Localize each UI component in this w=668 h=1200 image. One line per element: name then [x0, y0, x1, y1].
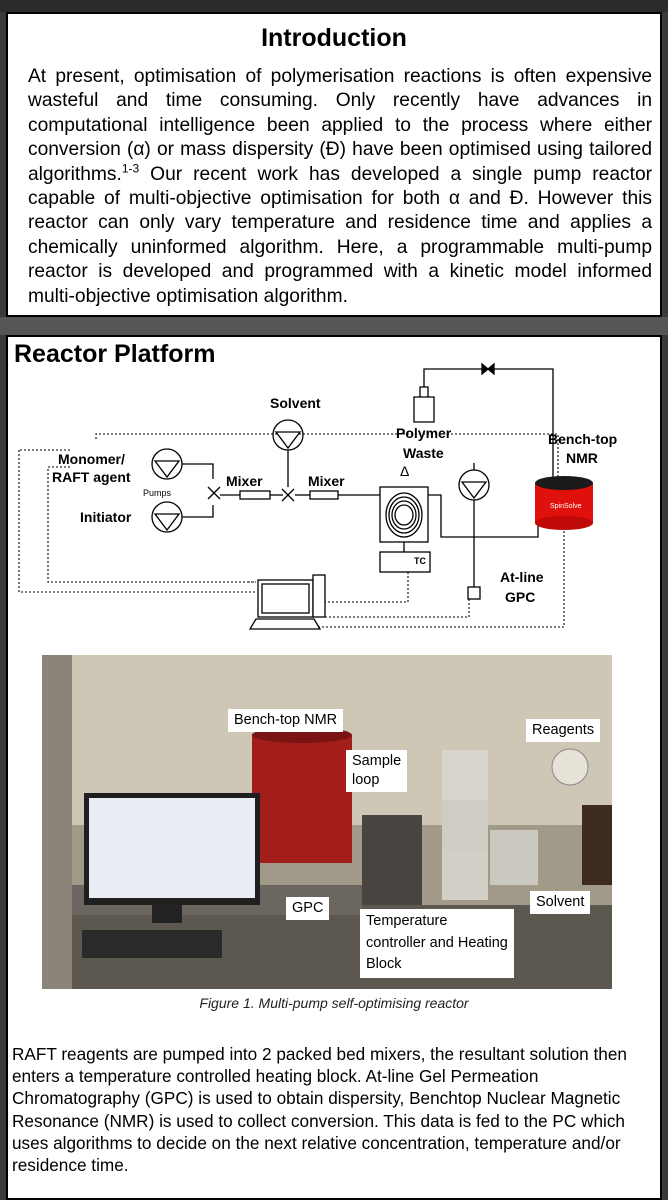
reactor-photo-drawing — [42, 655, 612, 989]
solvent-label: Solvent — [270, 395, 321, 411]
photo-label-nmr: Bench-top NMR — [228, 709, 344, 732]
nmr-label: NMR — [566, 450, 598, 466]
introduction-title: Introduction — [261, 24, 407, 52]
photo-label-temperature-line2: controller and Heating — [366, 934, 508, 951]
photo-label-temperature-line1: Temperature — [366, 913, 448, 929]
mixer-2-icon — [309, 490, 339, 500]
photo-label-solvent: Solvent — [530, 891, 591, 914]
reactor-platform-panel: Reactor Platform — [6, 335, 662, 1200]
reactor-photo: Bench-top NMR Reagents Sample loop GPC So… — [42, 655, 612, 989]
control-line-left — [18, 450, 256, 593]
heat-delta-label: Δ — [400, 463, 410, 479]
computer-monitor-icon — [257, 579, 314, 618]
photo-label-temperature-line3: Block — [366, 956, 402, 972]
nmr-photo-icon — [252, 735, 352, 863]
keyboard-icon — [248, 618, 322, 630]
monomer-label: Monomer/ — [58, 451, 125, 467]
polymer-label: Polymer — [396, 425, 452, 441]
reactor-schematic — [18, 362, 593, 630]
page-background-top — [0, 0, 668, 12]
photo-label-sample-line1: Sample — [352, 753, 402, 769]
at-line-label: At-line — [500, 569, 544, 585]
gpc-label: GPC — [505, 589, 536, 605]
mixer-1-icon — [239, 490, 271, 500]
photo-label-reagents: Reagents — [526, 719, 601, 742]
introduction-text: At present, optimisation of polymerisati… — [28, 65, 652, 309]
control-line-gpc — [314, 599, 470, 618]
photo-label-gpc: GPC — [286, 897, 330, 920]
control-line-nmr — [314, 527, 565, 628]
keyboard-photo-icon — [82, 930, 222, 958]
waste-bottle-icon — [413, 396, 435, 423]
reactor-platform-title: Reactor Platform — [14, 340, 216, 368]
photo-label-sample: Sample loop — [346, 750, 408, 792]
nmr-instrument-icon — [535, 476, 593, 530]
introduction-text-part2: Our recent work has developed a single p… — [28, 163, 652, 307]
tc-label: TC — [414, 556, 426, 566]
introduction-text-part1: At present, optimisation of polymerisati… — [28, 66, 652, 185]
pumps-label: Pumps — [143, 488, 172, 498]
reactor-description: RAFT reagents are pumped into 2 packed b… — [12, 1044, 627, 1176]
benchtop-label: Bench-top — [548, 431, 618, 447]
panel-separator — [0, 317, 668, 335]
control-line-tc — [314, 572, 409, 603]
spinsolve-label: SpinSolve — [550, 503, 582, 510]
waste-label: Waste — [403, 445, 444, 461]
check-valve-icon — [481, 362, 495, 376]
citation-superscript: 1-3 — [121, 161, 140, 176]
control-line-pumps — [95, 433, 559, 477]
gpc-sample-icon — [467, 586, 481, 600]
figure-caption: Figure 1. Multi-pump self-optimising rea… — [199, 995, 469, 1011]
mixer-1-label: Mixer — [226, 473, 263, 489]
mixer-2-label: Mixer — [308, 473, 345, 489]
photo-label-sample-line2: loop — [352, 772, 380, 788]
heating-block-icon — [379, 486, 429, 543]
initiator-label: Initiator — [80, 509, 132, 525]
raft-agent-label: RAFT agent — [52, 469, 131, 485]
temperature-controller-icon — [379, 551, 431, 573]
introduction-panel: Introduction At present, optimisation of… — [6, 12, 662, 317]
